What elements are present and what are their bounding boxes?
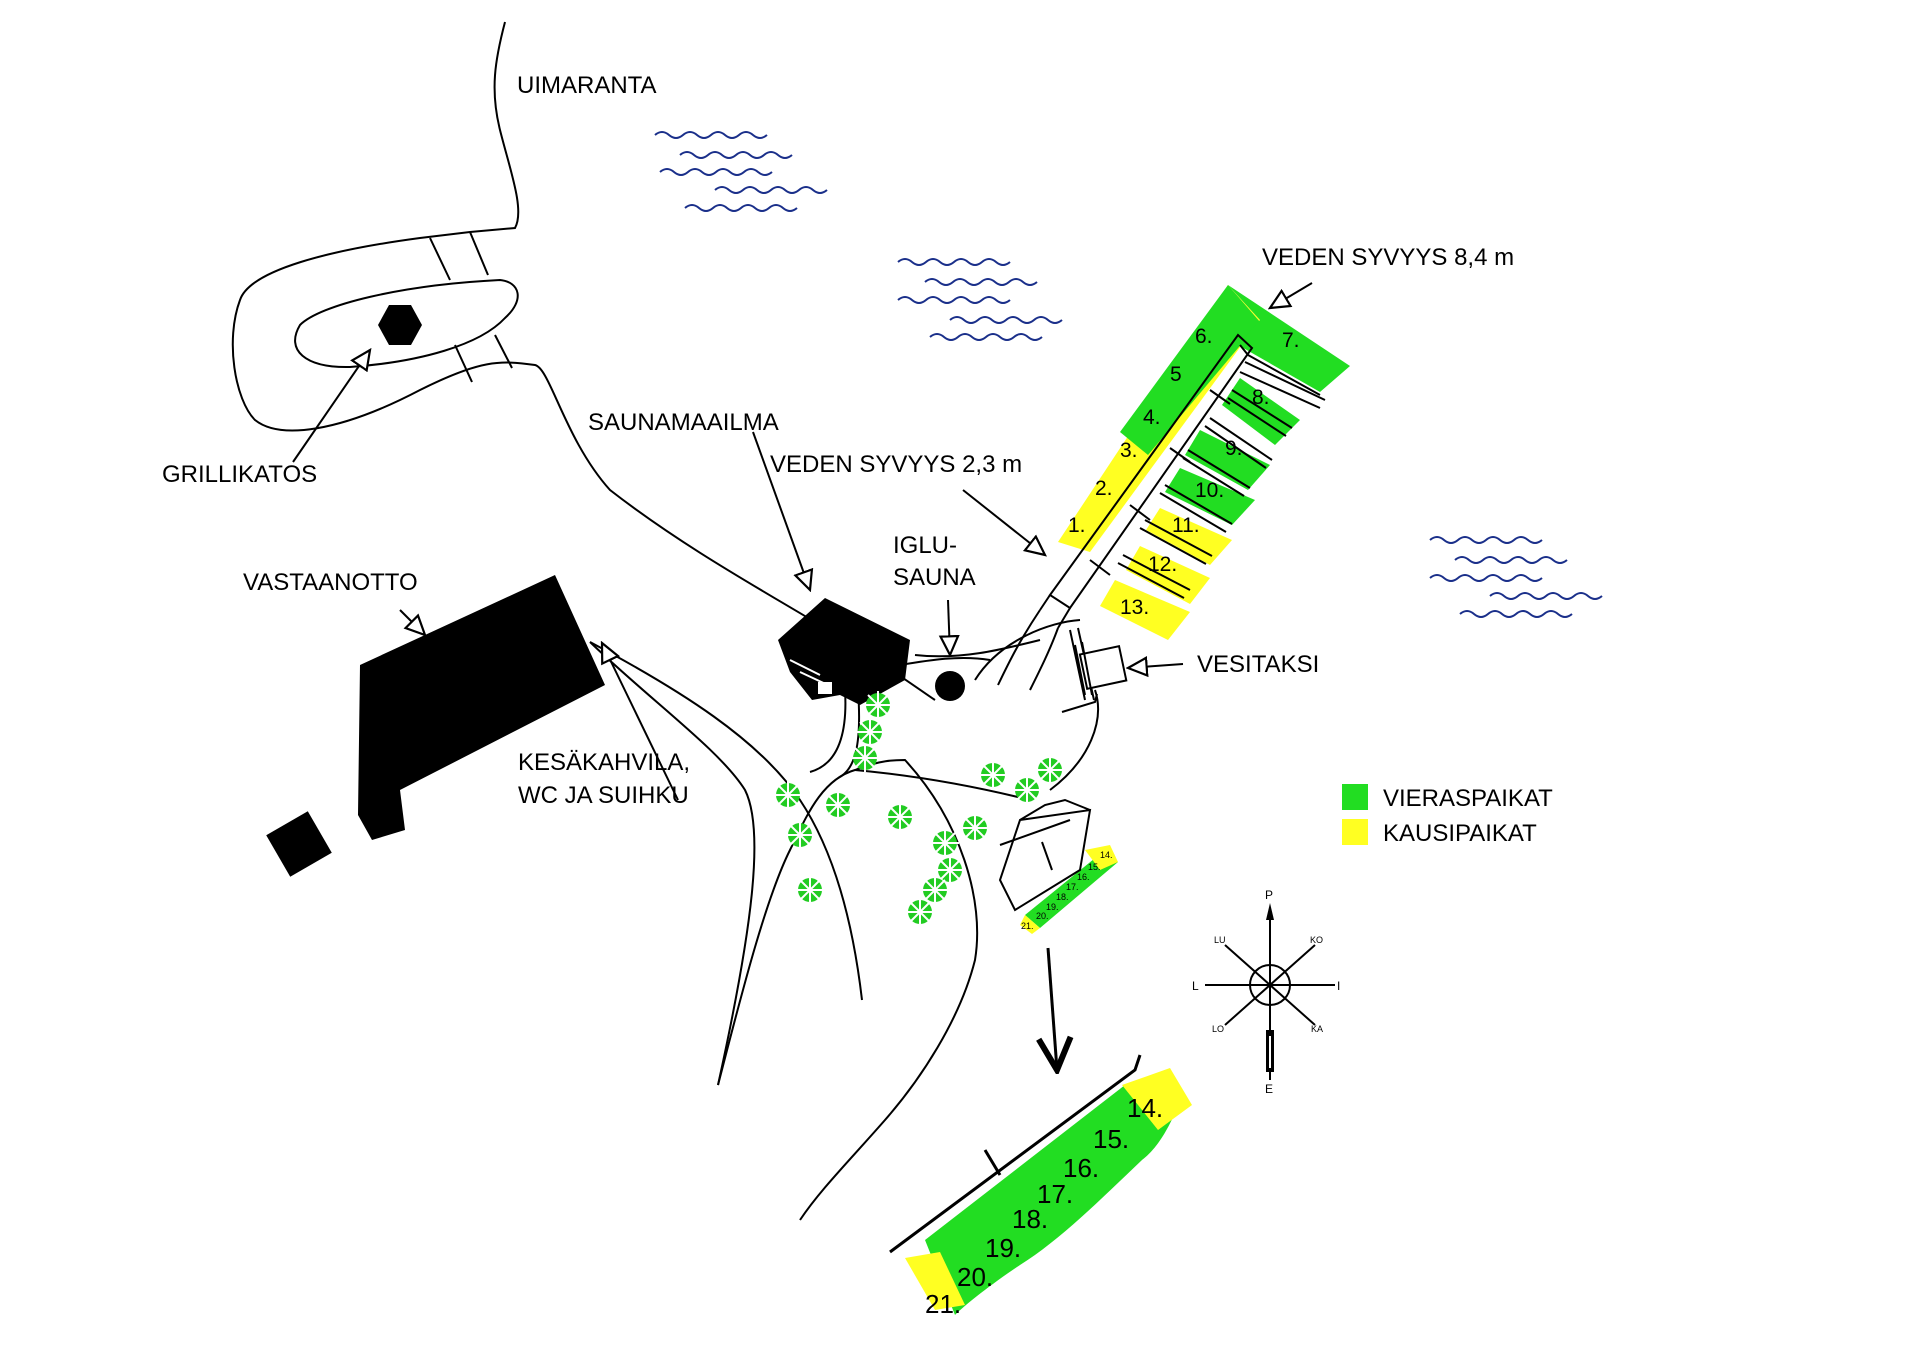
spot-number: 12. [1148, 553, 1177, 576]
compass-southwest: LO [1212, 1024, 1224, 1034]
vesitaksi-boat [1078, 645, 1128, 690]
spot-number: 2. [1095, 477, 1113, 500]
map-labels: UIMARANTA GRILLIKATOS SAUNAMAAILMA VEDEN… [162, 72, 1514, 809]
spot-number: 19. [1046, 902, 1059, 912]
trees [773, 690, 1065, 927]
spot-number: 15. [1093, 1124, 1129, 1154]
callout-arrows [292, 282, 1313, 801]
small-pier [998, 798, 1118, 934]
zoomed-pier-numbers: 14. 15. 16. 17. 18. 19. 20. 21. [925, 1093, 1163, 1319]
shoreline [231, 21, 1081, 701]
label-depth-far: VEDEN SYVYYS 8,4 m [1262, 244, 1514, 271]
spot-number: 21. [925, 1289, 961, 1319]
spot-number: 13. [1120, 596, 1149, 619]
spot-number: 16. [1063, 1153, 1099, 1183]
spot-number: 20. [957, 1262, 993, 1292]
compass-rose [1205, 903, 1335, 1080]
iglusauna [935, 671, 965, 701]
berth-block [1025, 850, 1118, 928]
compass-south: E [1265, 1082, 1273, 1096]
spot-number: 11. [1172, 514, 1200, 537]
vastaanotto-building [358, 575, 605, 840]
spot-number: 4. [1143, 406, 1161, 429]
saunamaailma-building [778, 598, 910, 705]
spot-number: 10. [1195, 479, 1224, 502]
legend-swatch-seasonal [1342, 819, 1368, 845]
label-vastaanotto: VASTAANOTTO [243, 569, 418, 596]
spot-number: 6. [1195, 325, 1213, 348]
compass-west: L [1192, 979, 1199, 993]
spot-number: 5 [1170, 363, 1182, 386]
zoomed-small-pier [889, 1054, 1192, 1315]
label-kesakahvila-2: WC JA SUIHKU [518, 782, 689, 809]
label-depth-near: VEDEN SYVYYS 2,3 m [770, 451, 1022, 478]
label-grillikatos: GRILLIKATOS [162, 461, 317, 488]
spot-number: 18. [1012, 1204, 1048, 1234]
berth-block [1085, 845, 1118, 870]
label-saunamaailma: SAUNAMAAILMA [588, 409, 779, 436]
berth-block [1185, 430, 1270, 490]
legend: VIERASPAIKAT KAUSIPAIKAT [1342, 784, 1553, 847]
spot-number: 16. [1077, 872, 1090, 882]
water-waves [654, 131, 1603, 618]
spot-number: 18. [1056, 892, 1069, 902]
spot-number: 1. [1068, 514, 1086, 537]
berth-block [1020, 915, 1040, 934]
spot-number: 9. [1225, 437, 1243, 460]
spot-number: 7. [1282, 329, 1300, 352]
label-iglusauna-2: SAUNA [893, 564, 976, 591]
legend-label-guest: VIERASPAIKAT [1383, 785, 1553, 812]
compass-north: P [1265, 888, 1273, 902]
spot-number: 21. [1021, 921, 1034, 931]
compass-northeast: KO [1310, 935, 1323, 945]
berth-block [1222, 378, 1300, 445]
label-vesitaksi: VESITAKSI [1197, 651, 1319, 678]
berth-block [1146, 508, 1232, 565]
berth-block [1120, 285, 1260, 455]
berth-block [1100, 580, 1190, 640]
label-kesakahvila-1: KESÄKAHVILA, [518, 749, 690, 776]
spot-number: 19. [985, 1233, 1021, 1263]
berth-block [1228, 285, 1350, 392]
label-iglusauna-1: IGLU- [893, 532, 957, 559]
spot-number: 14. [1127, 1093, 1163, 1123]
main-pier-numbers: 1. 2. 3. 4. 5 6. 7. 8. 9. 10. 11. 12. 13… [1068, 325, 1300, 619]
main-pier [997, 285, 1350, 713]
compass-east: I [1337, 979, 1340, 993]
small-pier-numbers: 14. 15. 16. 17. 18. 19. 20. 21. [1021, 850, 1113, 931]
legend-swatch-guest [1342, 784, 1368, 810]
label-uimaranta: UIMARANTA [517, 72, 657, 99]
legend-label-seasonal: KAUSIPAIKAT [1383, 820, 1537, 847]
berth-block [1165, 468, 1255, 525]
spot-number: 8. [1252, 386, 1270, 409]
spot-number: 17. [1037, 1179, 1073, 1209]
spot-number: 17. [1066, 882, 1079, 892]
grillikatos-hexagon [378, 305, 422, 345]
spot-number: 20. [1036, 911, 1049, 921]
compass-southeast: KA [1311, 1024, 1323, 1034]
zoom-arrow [1048, 947, 1057, 1070]
kesakahvila-building [266, 811, 332, 877]
spot-number: 15. [1088, 862, 1101, 872]
spot-number: 14. [1100, 850, 1113, 860]
buildings [266, 575, 965, 877]
compass-northwest: LU [1214, 935, 1226, 945]
spot-number: 3. [1120, 439, 1138, 462]
compass-labels: P E L I LU KO LO KA [1192, 888, 1340, 1096]
